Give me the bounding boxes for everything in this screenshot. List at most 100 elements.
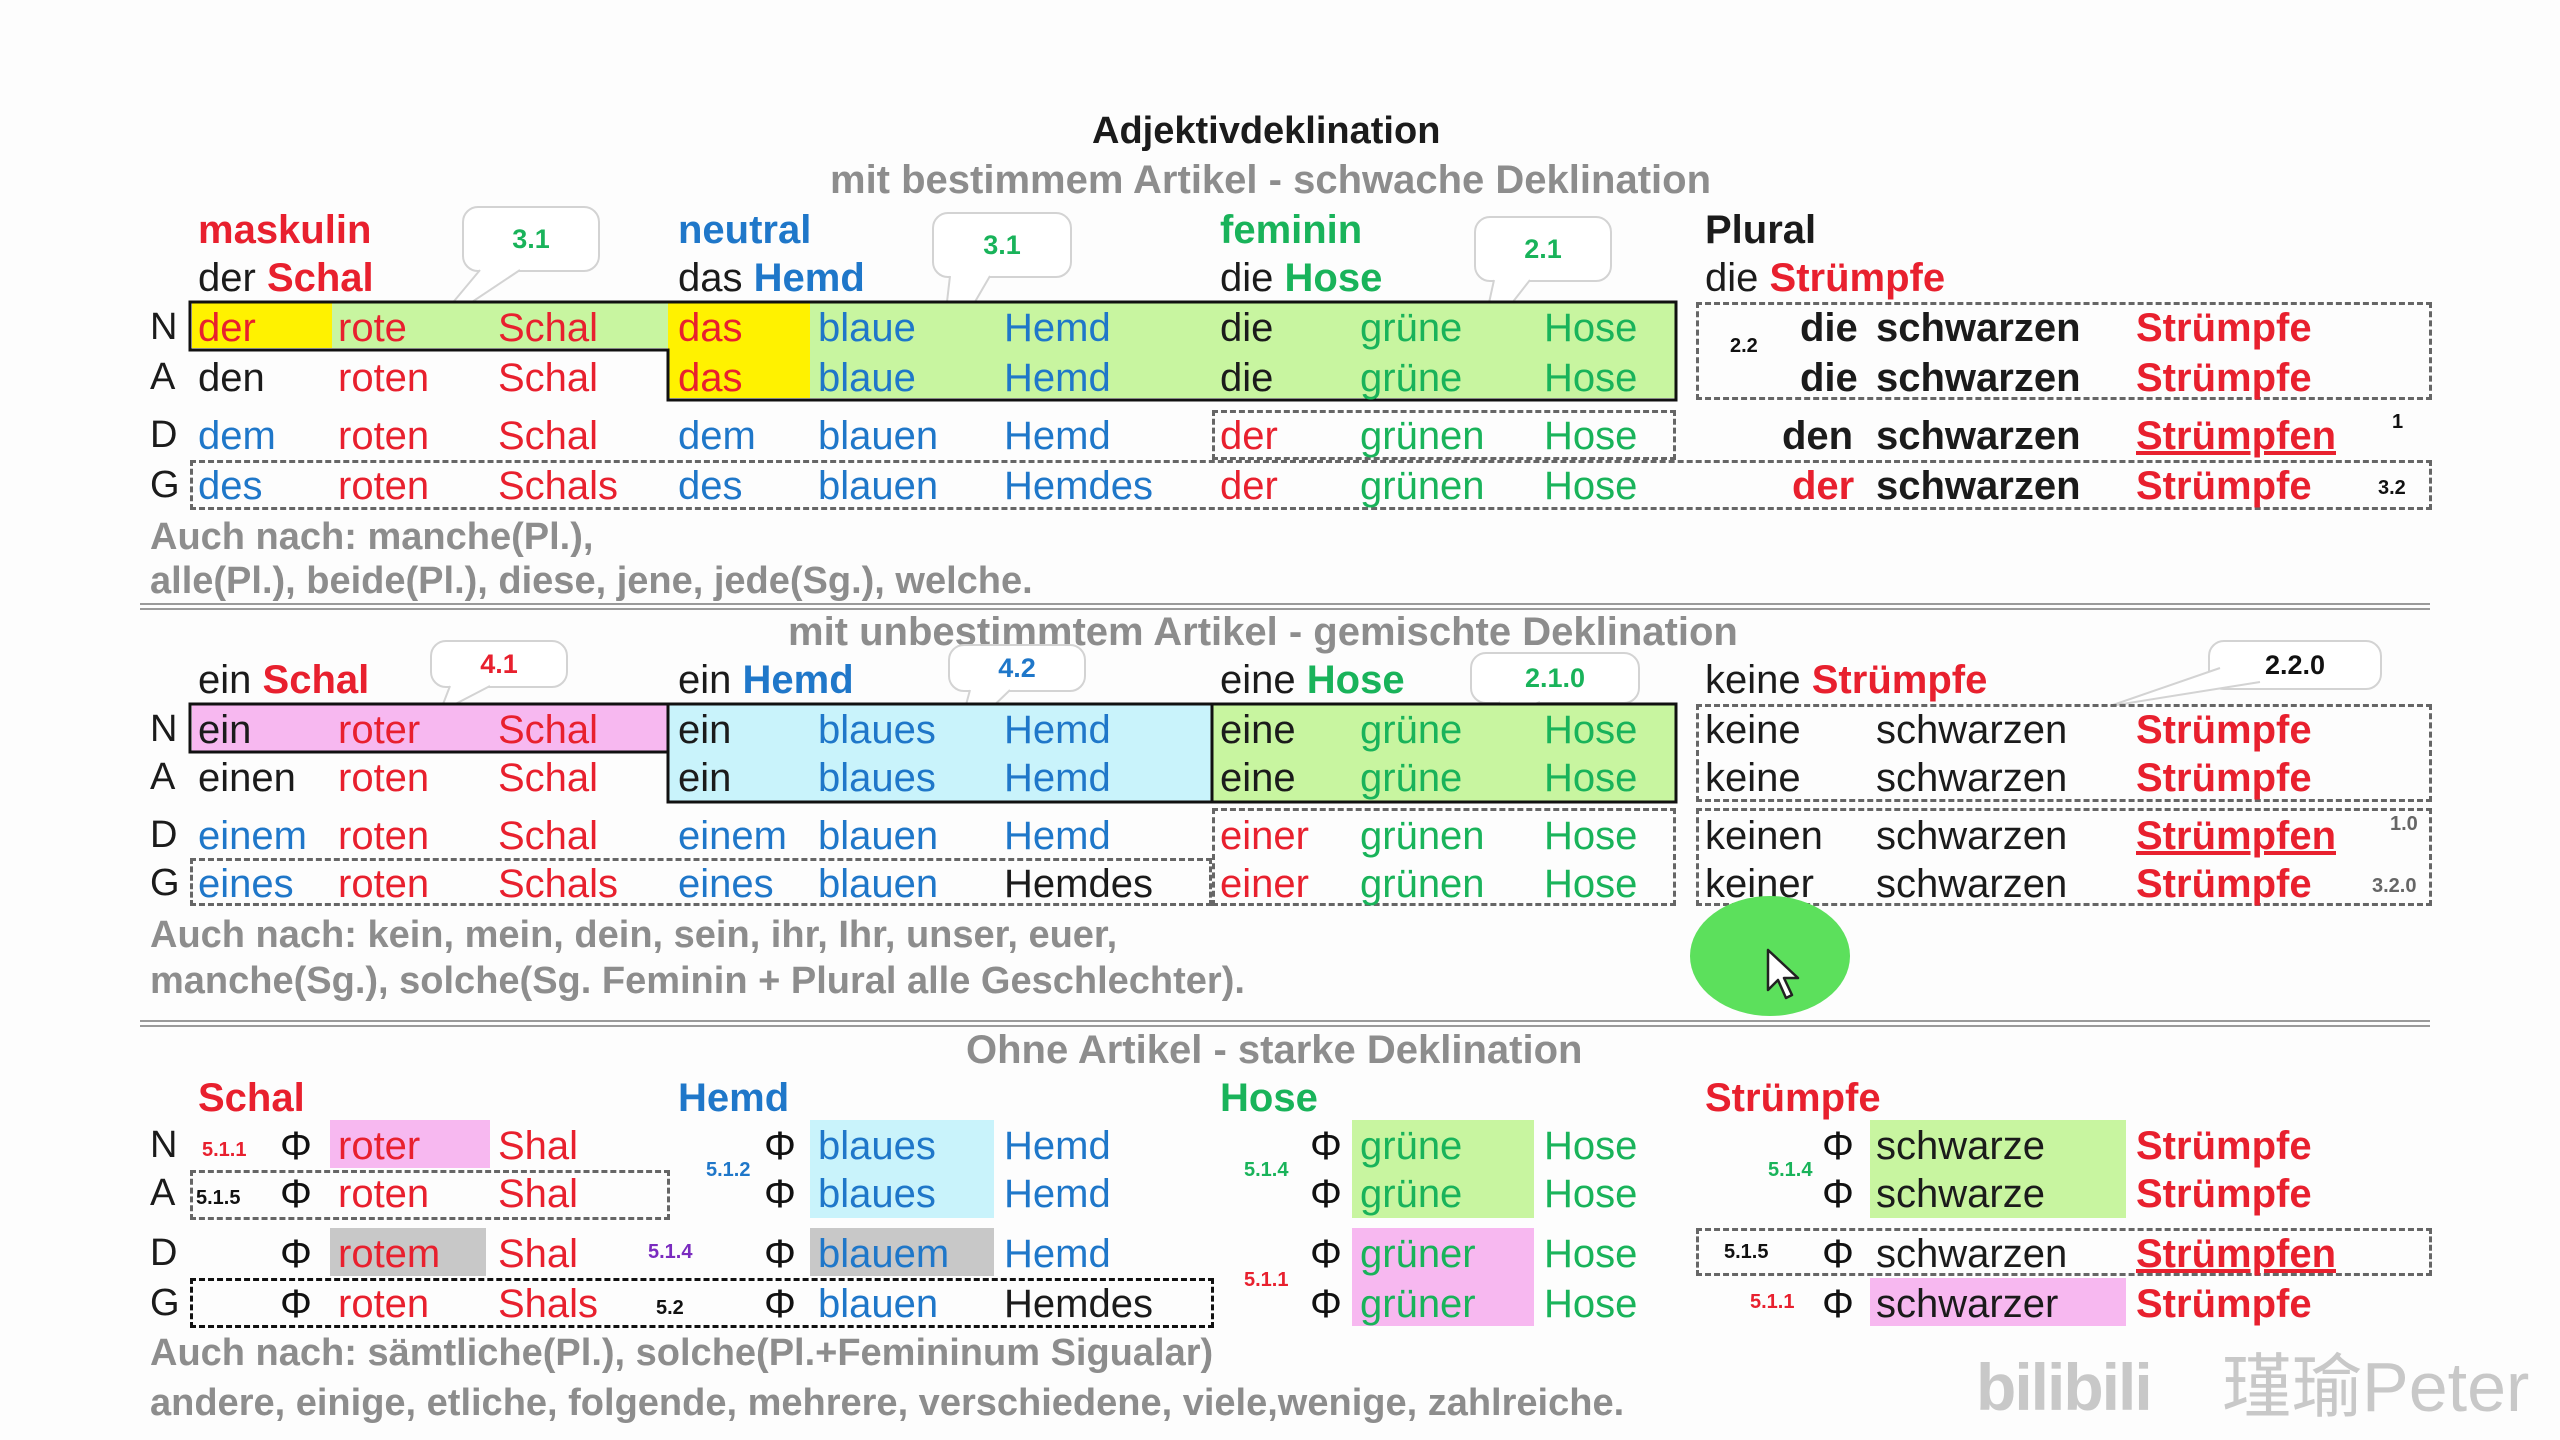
article: die [1800, 306, 1858, 350]
zero-article: Φ [1310, 1282, 1342, 1326]
noun: Hose [1544, 306, 1638, 350]
case-label: A [150, 756, 176, 798]
header-feminine: feminin [1220, 208, 1363, 252]
noun: Strümpfe [2136, 464, 2312, 508]
noun: Hemd [1004, 1232, 1111, 1276]
adjective: grüner [1360, 1282, 1476, 1326]
callout-label: 2.2 [1730, 335, 1758, 357]
article: ein [678, 708, 732, 752]
noun: Strümpfe [2136, 1282, 2312, 1326]
article: eines [198, 862, 294, 906]
case-label: D [150, 1232, 178, 1274]
callout-label: 5.1.1 [1750, 1291, 1795, 1313]
callout-label: 3.1 [932, 212, 1072, 278]
note-line: Auch nach: manche(Pl.), [150, 516, 594, 558]
adjective: blauen [818, 1282, 939, 1326]
noun: Shal [498, 1232, 579, 1276]
noun: Hemd [1004, 708, 1111, 752]
zero-article: Φ [1822, 1172, 1854, 1216]
case-label: A [150, 1172, 176, 1214]
plural-dative-box [1696, 1228, 2432, 1276]
callout-label: 4.1 [430, 640, 568, 688]
article: eines [678, 862, 774, 906]
adjective: roten [338, 464, 430, 508]
noun: Hose [1544, 1172, 1638, 1216]
zero-article: Φ [280, 1124, 312, 1168]
highlight-green [810, 302, 1676, 398]
plural-box [1696, 704, 2432, 802]
noun: Hemd [1004, 756, 1111, 800]
callout-label: 5.1.4 [1244, 1159, 1289, 1181]
adjective: blaues [818, 1124, 936, 1168]
section-divider [140, 1020, 2430, 1027]
noun: Strümpfe [2136, 708, 2312, 752]
callout-label: 3.2 [2378, 477, 2406, 499]
header-noun: Hemd [753, 256, 865, 300]
zero-article: Φ [764, 1232, 796, 1276]
callout-label: 3.2.0 [2372, 875, 2417, 897]
adjective: grüne [1360, 708, 1463, 752]
header-art: keine [1705, 658, 1801, 702]
noun: Hemd [1004, 414, 1111, 458]
header-art: eine [1220, 658, 1296, 702]
header-noun: Hemd [742, 658, 854, 702]
header-noun: Hose [1220, 1076, 1318, 1120]
section-divider [140, 603, 2430, 610]
noun: Hose [1544, 356, 1638, 400]
page-title: Adjektivdeklination [1092, 110, 1441, 152]
header-noun: Schal [198, 1076, 305, 1120]
adjective: grünen [1360, 814, 1485, 858]
zero-article: Φ [764, 1282, 796, 1326]
adjective: schwarzen [1876, 862, 2068, 906]
noun: Hemd [1004, 356, 1111, 400]
callout-label: 5.1.1 [1244, 1269, 1289, 1291]
note-line: alle(Pl.), beide(Pl.), diese, jene, jede… [150, 560, 1033, 602]
highlight-green [1352, 1120, 1534, 1218]
mouse-pointer-icon [1766, 948, 1800, 1000]
adjective: grüne [1360, 306, 1463, 350]
adjective: blauem [818, 1232, 950, 1276]
zero-article: Φ [280, 1172, 312, 1216]
adjective: schwarzen [1876, 306, 2081, 350]
case-label: G [150, 1282, 180, 1324]
case-label: G [150, 862, 180, 904]
header-art: die [1705, 256, 1759, 300]
adjective: roter [338, 708, 421, 752]
header-noun: Strümpfe [1705, 1076, 1881, 1120]
adjective: grüne [1360, 1124, 1463, 1168]
case-label: G [150, 464, 180, 506]
article: des [198, 464, 263, 508]
noun: Hose [1544, 862, 1638, 906]
adjective: blaues [818, 756, 936, 800]
noun: Schal [498, 306, 599, 350]
note-line: andere, einige, etliche, folgende, mehre… [150, 1382, 1625, 1424]
noun: Strümpfe [2136, 356, 2312, 400]
article: der [198, 306, 256, 350]
article: einer [1220, 814, 1309, 858]
adjective: schwarzen [1876, 414, 2081, 458]
noun: Strümpfe [2136, 306, 2312, 350]
genitive-box [190, 1278, 1214, 1328]
case-label: N [150, 306, 178, 348]
adjective: grünen [1360, 464, 1485, 508]
article: ein [678, 756, 732, 800]
noun: Schal [498, 356, 599, 400]
adjective: schwarzen [1876, 708, 2068, 752]
header-noun: Strümpfe [1811, 658, 1988, 702]
zero-article: Φ [1310, 1232, 1342, 1276]
noun: Schals [498, 862, 619, 906]
note-line: Auch nach: sämtliche(Pl.), solche(Pl.+Fe… [150, 1332, 1214, 1374]
zero-article: Φ [1822, 1282, 1854, 1326]
callout-label: 1 [2392, 411, 2404, 433]
noun: Hemdes [1004, 862, 1153, 906]
adjective: rotem [338, 1232, 441, 1276]
header-art: das [678, 256, 743, 300]
noun: Hose [1544, 708, 1638, 752]
noun: Hose [1544, 1282, 1638, 1326]
adjective: schwarzen [1876, 356, 2081, 400]
adjective: roten [338, 814, 430, 858]
highlight-pink [192, 704, 668, 752]
adjective: schwarzen [1876, 464, 2081, 508]
